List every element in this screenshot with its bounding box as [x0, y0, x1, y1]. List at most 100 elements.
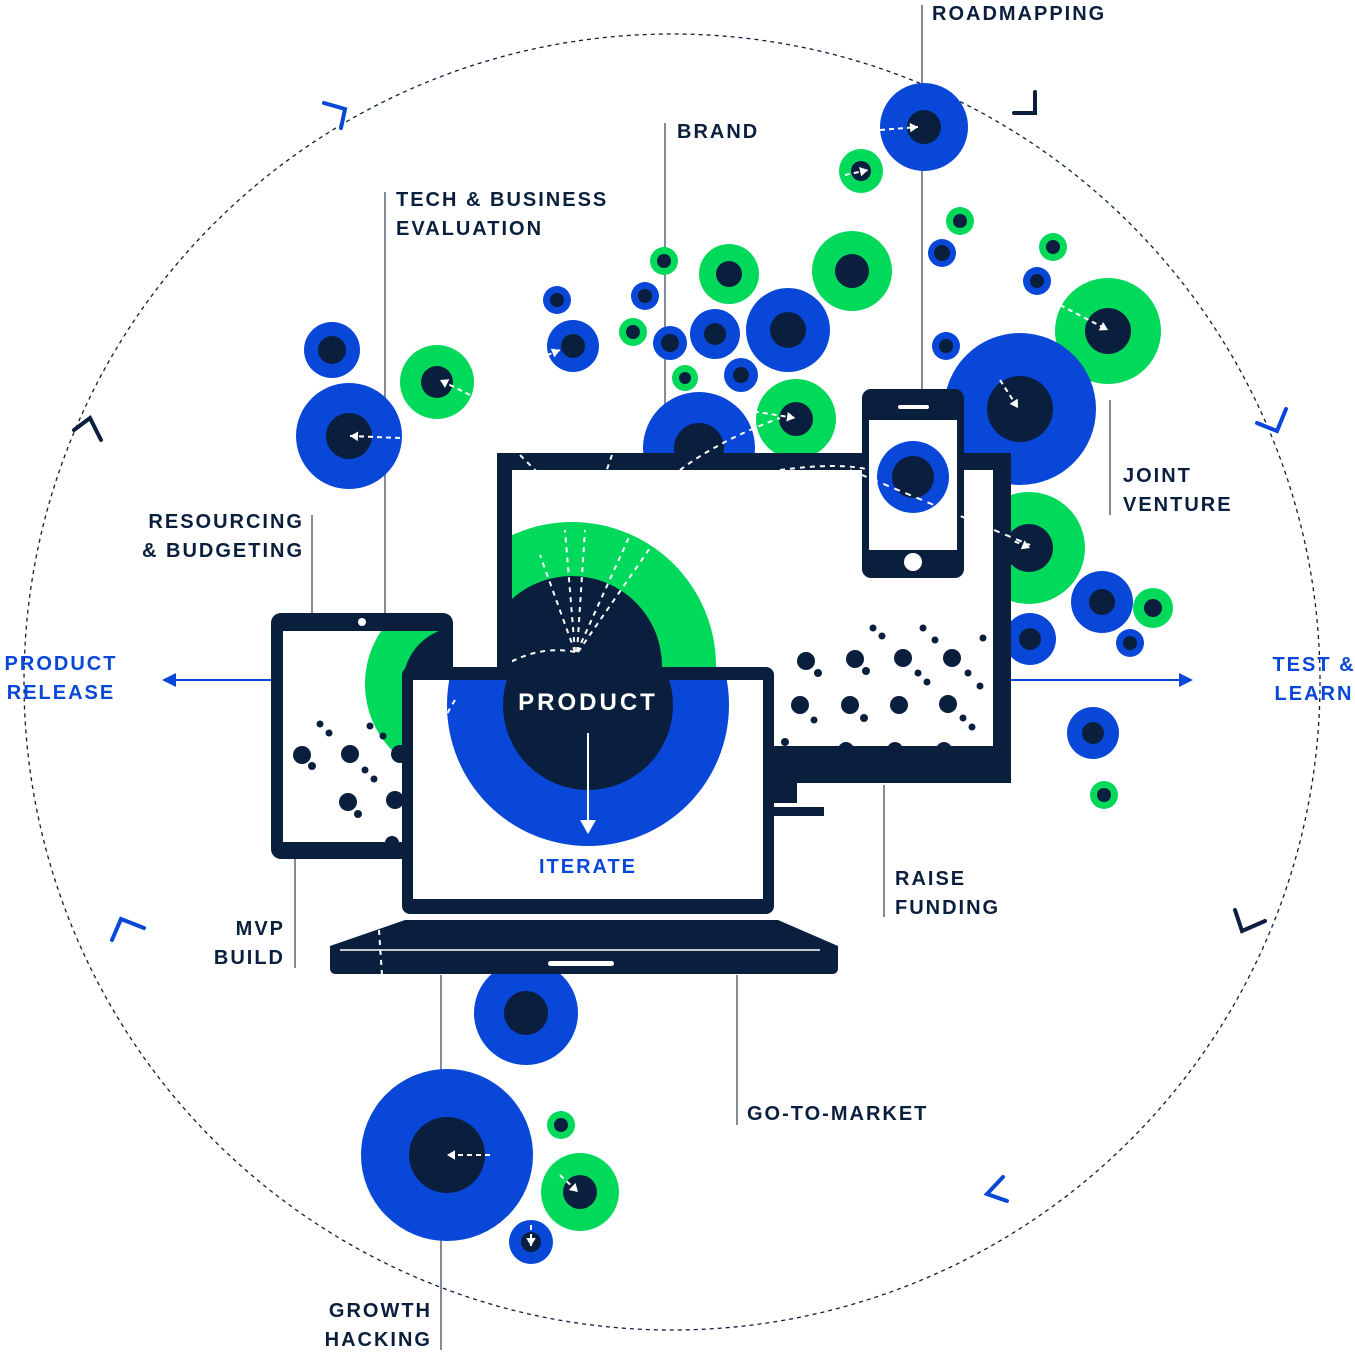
- stage-label-resourcing-budgeting: RESOURCING & BUDGETING: [130, 508, 304, 566]
- target-circle-icon: [1133, 588, 1173, 628]
- dot: [781, 738, 789, 746]
- arrowhead-icon: [350, 431, 359, 442]
- dot: [841, 696, 859, 714]
- target-circle-icon: [1116, 629, 1144, 657]
- center-title: PRODUCT: [518, 689, 658, 716]
- dot: [385, 836, 399, 850]
- stage-label-growth-hacking: GROWTH HACKING: [300, 1297, 432, 1355]
- label-line: JOINT: [1123, 465, 1192, 487]
- target-circle-icon: [547, 320, 599, 372]
- stage-label-brand: BRAND: [677, 118, 759, 147]
- target-circle-icon: [880, 83, 968, 171]
- stage-label-tech-business-evaluation: TECH & BUSINESS EVALUATION: [396, 186, 608, 244]
- label-line: BUILD: [213, 947, 285, 969]
- label-line: GROWTH: [328, 1300, 432, 1322]
- cycle-ring: [23, 33, 1321, 1331]
- target-circle-icon: [1071, 571, 1133, 633]
- dot: [810, 716, 818, 724]
- chevron-icon: [110, 916, 146, 942]
- arrow-down-icon: [580, 820, 596, 834]
- target-circle-icon: [672, 365, 698, 391]
- laptop-trackpad: [548, 961, 614, 966]
- arrowhead-icon: [550, 348, 560, 358]
- cycle-label-test-learn: TEST & LEARN: [1268, 651, 1355, 709]
- stage-label-go-to-market: GO-TO-MARKET: [747, 1100, 928, 1129]
- dashed-arrow: [1059, 304, 1109, 331]
- target-circle-icon: [1039, 233, 1067, 261]
- dot: [797, 652, 815, 670]
- target-circle-icon: [699, 244, 759, 304]
- cycle-axis-arrows: [162, 673, 1193, 687]
- arrowhead-icon: [568, 1183, 578, 1192]
- label-line: RELEASE: [6, 682, 116, 704]
- dot: [869, 624, 877, 632]
- chevron-icon: [322, 101, 348, 130]
- target-circle-icon: [944, 333, 1096, 485]
- dot: [979, 634, 987, 642]
- arrow-right-icon: [1179, 673, 1193, 687]
- label-line: TEST &: [1272, 654, 1355, 676]
- bubbles-group: [296, 83, 1173, 1264]
- target-circle-icon: [400, 345, 474, 419]
- target-circle-icon: [547, 1111, 575, 1139]
- dot: [341, 745, 359, 763]
- dot: [308, 762, 316, 770]
- dot: [791, 696, 809, 714]
- dot: [914, 669, 922, 677]
- dot: [894, 649, 912, 667]
- dot: [860, 714, 868, 722]
- dot: [846, 650, 864, 668]
- target-circle-icon: [1067, 707, 1119, 759]
- label-line: LEARN: [1274, 683, 1354, 705]
- arrowhead-icon: [1009, 398, 1018, 408]
- chevron-icon: [1255, 407, 1288, 434]
- target-circle-icon: [1055, 278, 1161, 384]
- chevron-icon: [72, 414, 103, 442]
- label-line: BRAND: [677, 121, 760, 143]
- dot: [919, 624, 927, 632]
- arrowhead-icon: [909, 122, 918, 133]
- tablet-camera: [358, 618, 366, 626]
- stage-label-raise-funding: RAISE FUNDING: [895, 865, 1000, 923]
- arrowhead-icon: [447, 1150, 455, 1160]
- dot: [379, 732, 387, 740]
- target-circle-icon: [932, 332, 960, 360]
- phone-home-button: [904, 553, 922, 571]
- label-line: FUNDING: [895, 897, 1001, 919]
- arrow-left-icon: [162, 673, 176, 687]
- target-circle-icon: [474, 961, 578, 1065]
- smartphone-icon: [849, 389, 1031, 578]
- dot: [370, 775, 378, 783]
- dot: [354, 810, 362, 818]
- label-line: & BUDGETING: [142, 540, 304, 562]
- dot: [339, 793, 357, 811]
- target-circle-icon: [650, 247, 678, 275]
- dot: [361, 766, 369, 774]
- label-line: VENTURE: [1123, 494, 1233, 516]
- dot: [964, 669, 972, 677]
- dot: [814, 669, 822, 677]
- target-circle-icon: [619, 318, 647, 346]
- label-line: RAISE: [895, 868, 967, 890]
- target-circle-icon: [724, 358, 758, 392]
- label-line: EVALUATION: [396, 218, 544, 240]
- dot: [931, 636, 939, 644]
- target-circle-icon: [1090, 781, 1118, 809]
- dot: [959, 714, 967, 722]
- stage-label-roadmapping: ROADMAPPING: [932, 0, 1106, 29]
- dot: [316, 720, 324, 728]
- dot: [936, 742, 952, 758]
- label-line: PRODUCT: [4, 653, 118, 675]
- cycle-chevrons: [72, 90, 1288, 1203]
- target-circle-icon: [296, 383, 402, 489]
- dot: [943, 649, 961, 667]
- dot: [887, 742, 903, 758]
- arrowhead-icon: [859, 167, 868, 177]
- target-circle-icon: [1023, 267, 1051, 295]
- target-circle-icon: [756, 379, 836, 459]
- center-subtitle: ITERATE: [538, 856, 638, 878]
- dot: [939, 695, 957, 713]
- target-circle-icon: [746, 288, 830, 372]
- target-circle-icon: [304, 322, 360, 378]
